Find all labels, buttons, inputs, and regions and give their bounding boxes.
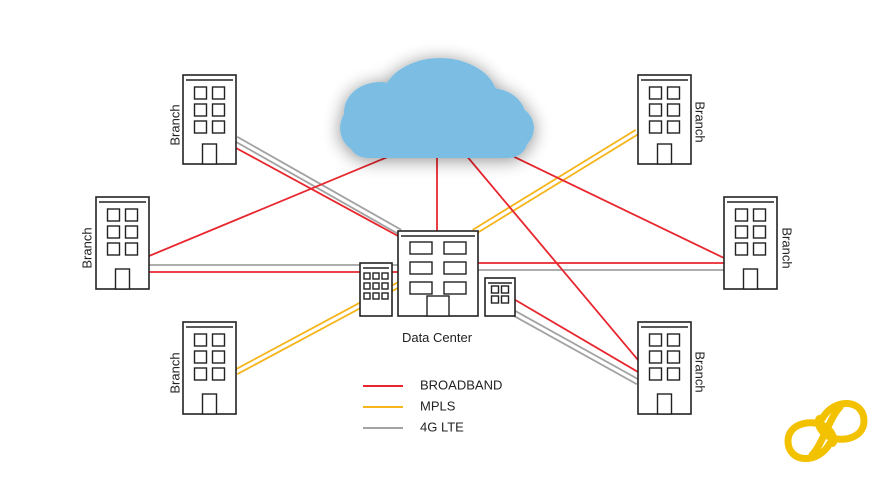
branch-label: Branch [79,227,94,268]
branch-building-left [95,196,150,290]
lte-link-lower-right-branch-a [510,313,638,385]
branch-building-lower-left [182,321,237,415]
branch-label: Branch [693,101,708,142]
data-center-building [397,230,479,317]
branch-label: Branch [780,227,795,268]
data-center-label: Data Center [402,330,473,345]
broadband-link-lower-right-branch [511,297,639,373]
lte-link-upper-left-branch-a [234,140,400,235]
connection-links [148,129,725,385]
legend-label: 4G LTE [420,419,464,434]
data-center-annex-left [359,262,393,317]
data-center-annex-right [484,277,516,317]
branch-label: Branch [167,352,182,393]
legend: BROADBAND MPLS 4G LTE [363,377,502,434]
branch-label: Branch [693,351,708,392]
legend-label: BROADBAND [420,377,502,392]
lte-link-lower-right-branch-b [512,309,640,381]
cloud-icon [340,58,534,158]
broadband-link-left-branch-cloud [148,155,391,257]
branch-building-upper-right [637,74,692,165]
branch-building-upper-left [182,74,237,165]
branch-building-lower-right [637,321,692,415]
broadband-link-upper-left-branch [235,147,399,237]
mpls-link-upper-right-branch-a [472,129,637,231]
mpls-link-upper-right-branch-b [474,133,639,235]
broadband-link-cloud-right-branch [499,149,725,259]
brand-logo-icon [784,400,868,462]
branch-building-right [723,196,778,290]
legend-label: MPLS [420,398,456,413]
lte-link-upper-left-branch-b [236,136,402,231]
broadband-link-cloud-lower-right-branch [459,147,639,361]
branch-label: Branch [167,104,182,145]
